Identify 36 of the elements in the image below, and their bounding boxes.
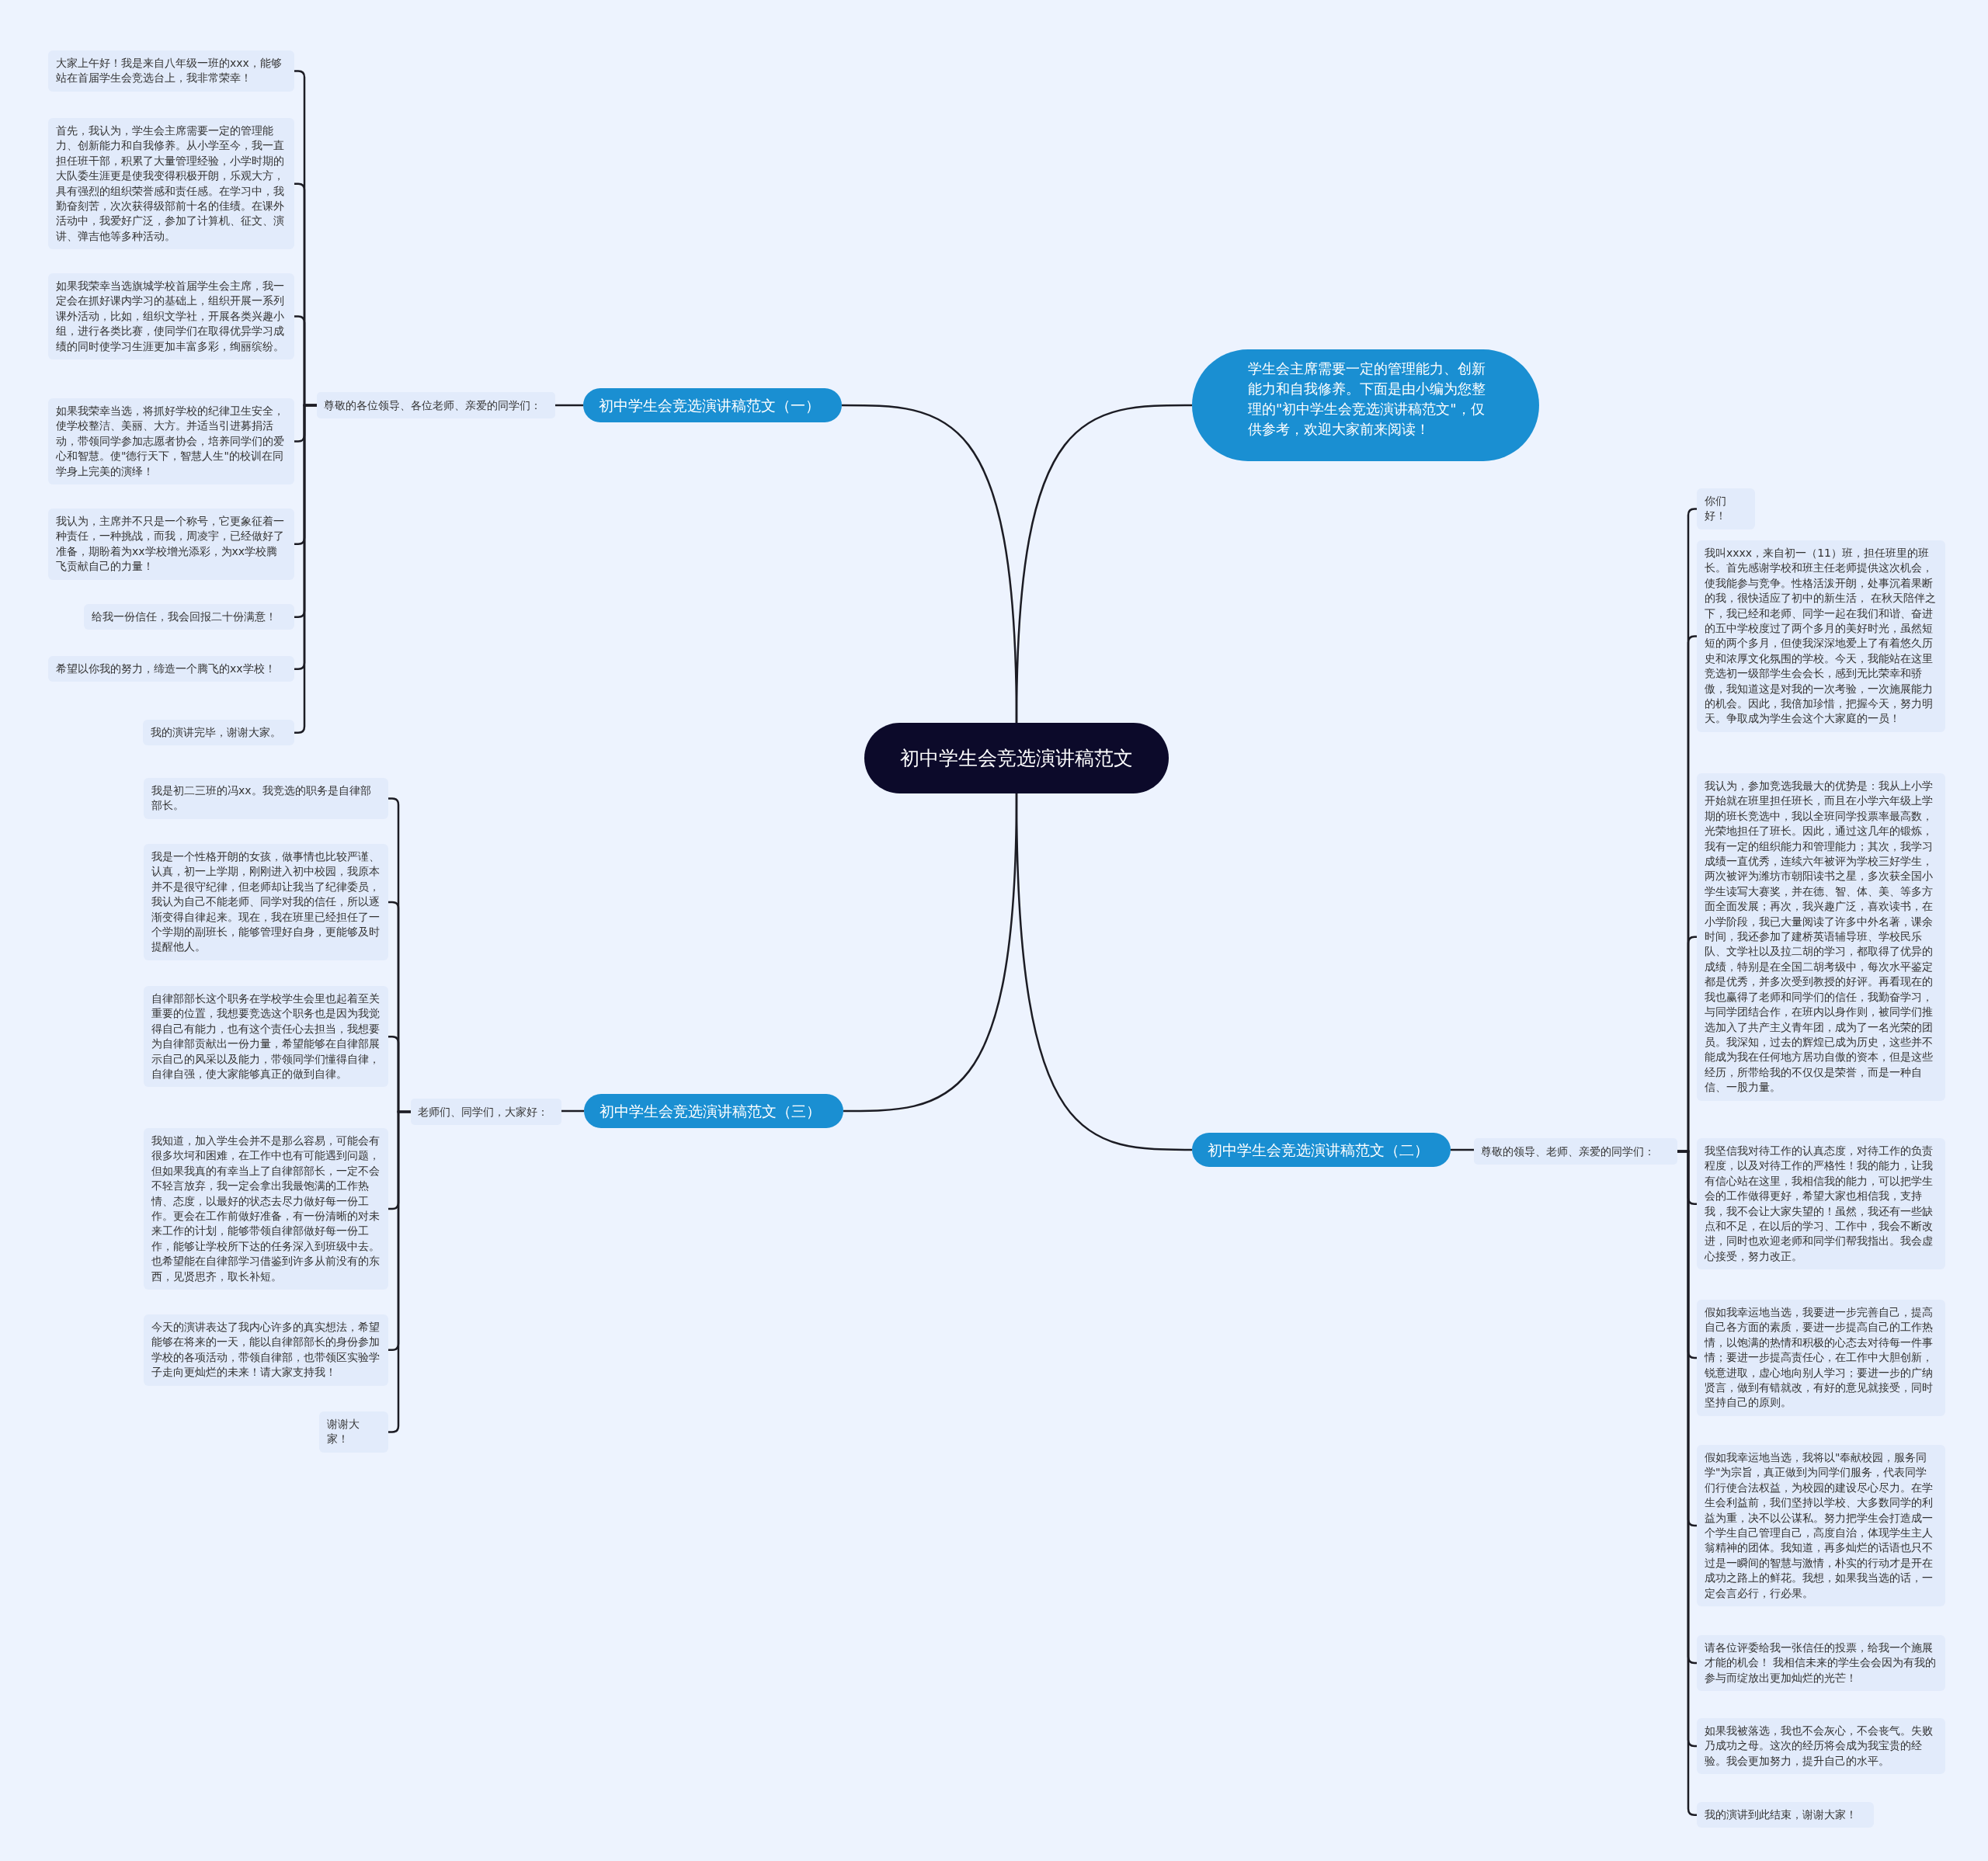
- connector-line: [1451, 1148, 1474, 1151]
- branch-topic: 初中学生会竞选演讲稿范文（一）: [583, 388, 842, 422]
- summary-bubble: 学生会主席需要一定的管理能力、创新能力和自我修养。下面是由小编为您整理的"初中学生会竞选演讲稿范文"，仅供参考，欢迎大家前来阅读！: [1192, 349, 1539, 461]
- paragraph-box: 给我一份信任，我会回报二十份满意！: [84, 604, 294, 630]
- paragraph-box: 我是初二三班的冯xx。我竞选的职务是自律部部长。: [144, 778, 388, 819]
- paragraph-box: 假如我幸运地当选，我要进一步完善自己，提高自己各方面的素质，要进一步提高自己的工作热情，以饱满的热情和积极的心态去对待每一件事情；要进一步提高责任心，在工作中大胆创新，锐意进取，虚心地向别人学习；要进一步的广纳贤言，做到有错就改，有好的意见就接受，同时坚持自己的原则。: [1697, 1300, 1945, 1416]
- paragraph-box: 谢谢大家！: [319, 1411, 388, 1453]
- paragraph-box: 请各位评委给我一张信任的投票，给我一个施展才能的机会！ 我相信未来的学生会会因为有我的参与而绽放出更加灿烂的光芒！: [1697, 1635, 1945, 1692]
- paragraph-box: 我的演讲到此结束，谢谢大家！: [1697, 1802, 1874, 1828]
- paragraph-box: 大家上午好！我是来自八年级一班的xxx，能够站在首届学生会竞选台上，我非常荣幸！: [48, 50, 294, 92]
- paragraph-box: 我叫xxxx，来自初一（11）班，担任班里的班长。首先感谢学校和班主任老师提供这次机会，使我能参与竞争。性格活泼开朗，处事沉着果断的我，很快适应了初中的新生活， 在秋天陪伴之下，我已经和老师、同学一起在我们和谐、奋进的五中学校度过了两个多月的美好时光，虽然短短的两个多月，但使我深深地爱上了有着悠久历史和浓厚文化氛围的学校。今天，我能站在这里竞选初一级部学生会会长，感到无比荣幸和骄傲，我知道这是对我的一次考验，一次施展能力的机会。因此，我倍加珍惜，把握今天，努力明天。争取成为学生会这个大家庭的一员！: [1697, 540, 1945, 732]
- greeting-text: 老师们、同学们，大家好：: [411, 1099, 561, 1125]
- paragraph-box: 自律部部长这个职务在学校学生会里也起着至关重要的位置，我想要竞选这个职务也是因为我觉得自己有能力，也有这个责任心去担当，我想要为自律部贡献出一份力量，希望能够在自律部展示自己的风采以及能力，带领同学们懂得自律，自律自强，使大家能够真正的做到自律。: [144, 986, 388, 1088]
- paragraph-box: 我认为，主席并不只是一个称号，它更象征着一种责任，一种挑战，而我，周凌宇，已经做好了准备，期盼着为xx学校增光添彩，为xx学校腾飞贡献自己的力量！: [48, 509, 294, 580]
- paragraph-box: 如果我被落选，我也不会灰心，不会丧气。失败乃成功之母。这次的经历将会成为我宝贵的经验。我会更加努力，提升自己的水平。: [1697, 1718, 1945, 1775]
- connector-line: [843, 793, 1018, 1113]
- paragraph-box: 我知道，加入学生会并不是那么容易，可能会有很多坎坷和困难，在工作中也有可能遇到问题，但如果我真的有幸当上了自律部部长，一定不会不轻言放弃，我一定会拿出我最饱满的工作热情、态度，以最好的状态去尽力做好每一份工作。更会在工作前做好准备，有一份清晰的对未来工作的计划，能够带领自律部做好每一份工作，能够让学校所下达的任务深入到班级中去。也希望能在自律部学习借鉴到许多从前没有的东西，见贤思齐，取长补短。: [144, 1128, 388, 1290]
- branch-topic: 初中学生会竞选演讲稿范文（二）: [1192, 1133, 1451, 1167]
- paragraph-box: 你们好！: [1697, 488, 1755, 529]
- paragraph-box: 希望以你我的努力，缔造一个腾飞的xx学校！: [48, 656, 294, 682]
- paragraph-box: 我认为，参加竞选我最大的优势是：我从上小学开始就在班里担任班长，而且在小学六年级上学期的班长竞选中，我以全班同学投票率最高数，光荣地担任了班长。因此，通过这几年的锻炼，我有一定的组织能力和管理能力；其次，我学习成绩一直优秀，连续六年被评为学校三好学生，两次被评为潍坊市朝阳读书之星，多次获全国小学生读写大赛奖，并在德、智、体、美、等多方面全面发展；再次，我兴趣广泛，喜欢读书，在小学阶段，我已大量阅读了许多中外名著，课余时间，我还参加了建桥英语辅导班、学校民乐队、文学社以及拉二胡的学习，都取得了优异的成绩，特别是在全国二胡考级中，每次水平鉴定都是优秀，并多次受到教授的好评。再看现在的我也赢得了老师和同学们的信任，我勤奋学习，与同学团结合作，在班内以身作则，被同学们推选加入了共产主义青年团，成为了一名光荣的团员。我深知，过去的辉煌已成为历史，这些并不能成为我在任何地方居功自傲的资本，但是这些经历，所带给我的不仅仅是荣誉，而是一种自信、一股力量。: [1697, 773, 1945, 1101]
- greeting-text: 尊敬的领导、老师、亲爱的同学们：: [1474, 1138, 1677, 1165]
- paragraph-box: 今天的演讲表达了我内心许多的真实想法，希望能够在将来的一天，能以自律部部长的身份参加学校的各项活动，带领自律部，也带领区实验学子走向更灿烂的未来！请大家支持我！: [144, 1314, 388, 1386]
- paragraph-box: 如果我荣幸当选，将抓好学校的纪律卫生安全，使学校整洁、美丽、大方。并适当引进募捐活动，带领同学参加志愿者协会，培养同学们的爱心和智慧。使"德行天下，智慧人生"的校训在同学身上完美的演绎！: [48, 398, 294, 485]
- paragraph-box: 假如我幸运地当选，我将以"奉献校园，服务同学"为宗旨，真正做到为同学们服务，代表同学们行使合法权益，为校园的建设尽心尽力。在学生会利益前，我们坚持以学校、大多数同学的利益为重，决不以公谋私。努力把学生会打造成一个学生自己管理自己，高度自治，体现学生主人翁精神的团体。我知道，再多灿烂的话语也只不过是一瞬间的智慧与激情，朴实的行动才是开在成功之路上的鲜花。我想，如果我当选的话，一定会言必行，行必果。: [1697, 1445, 1945, 1607]
- paragraph-box: 如果我荣幸当选旗城学校首届学生会主席，我一定会在抓好课内学习的基础上，组织开展一系列课外活动，比如，组织文学社，开展各类兴趣小组，进行各类比赛，使同学们在取得优异学习成绩的同时使学习生涯更加丰富多彩，绚丽缤纷。: [48, 273, 294, 360]
- central-topic: 初中学生会竞选演讲稿范文: [864, 723, 1169, 793]
- connector-line: [1015, 404, 1192, 724]
- paragraph-box: 我的演讲完毕，谢谢大家。: [143, 720, 294, 746]
- greeting-text: 尊敬的各位领导、各位老师、亲爱的同学们：: [317, 392, 555, 418]
- connector-line: [555, 404, 583, 407]
- paragraph-box: 我坚信我对待工作的认真态度，对待工作的负责程度，以及对待工作的严格性！我的能力，让我有信心站在这里，我相信我的能力，可以把学生会的工作做得更好，希望大家也相信我，支持我，我不会让大家失望的！虽然，我还有一些缺点和不足，在以后的学习、工作中，我会不断改进，同时也欢迎老师和同学们帮我指出。我会虚心接受，努力改正。: [1697, 1138, 1945, 1270]
- branch-topic: 初中学生会竞选演讲稿范文（三）: [584, 1094, 843, 1128]
- connector-line: [561, 1109, 584, 1113]
- paragraph-box: 我是一个性格开朗的女孩，做事情也比较严谨、认真，初一上学期，刚刚进入初中校园，我原本并不是很守纪律，但老师却让我当了纪律委员，我认为自己不能老师、同学对我的信任，所以逐渐变得自律起来。现在，我在班里已经担任了一个学期的副班长，能够管理好自身，更能够及时提醒他人。: [144, 844, 388, 960]
- paragraph-box: 首先，我认为，学生会主席需要一定的管理能力、创新能力和自我修养。从小学至今，我一直担任班干部，积累了大量管理经验，小学时期的大队委生涯更是使我变得积极开朗，乐观大方，具有强烈的组织荣誉感和责任感。在学习中，我勤奋刻苦，次次获得级部前十名的佳绩。在课外活动中，我爱好广泛，参加了计算机、征文、演讲、弹吉他等多种活动。: [48, 118, 294, 250]
